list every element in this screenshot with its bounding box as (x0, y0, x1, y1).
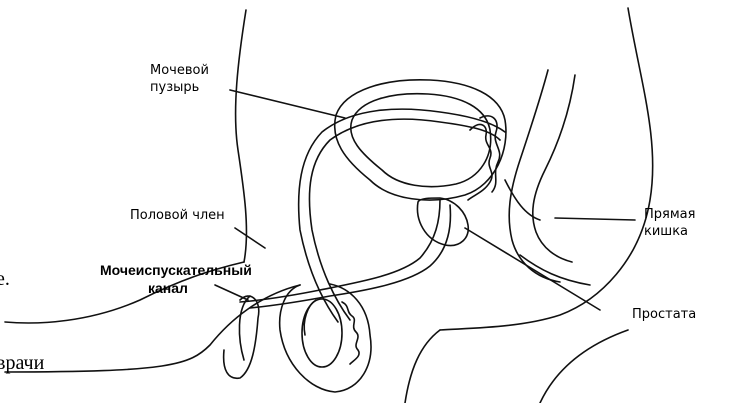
label-prostate: Простата (632, 306, 696, 323)
leader-penis (235, 228, 265, 248)
label-urethra-line1: Мочеиспускательный (100, 262, 252, 279)
label-penis: Половой член (130, 207, 225, 224)
leader-prostate (465, 228, 600, 310)
buttock-lower (405, 330, 440, 403)
label-rectum: Прямая кишка (644, 206, 695, 240)
label-bladder: Мочевой пузырь (150, 62, 209, 96)
leader-rectum (555, 218, 635, 220)
bladder-outline (335, 80, 506, 200)
abdomen-outline (236, 10, 247, 262)
label-urethra-line2: канал (148, 280, 188, 297)
urethra (240, 200, 440, 302)
rectum-outline (509, 70, 560, 282)
text-fragment-left: е. (0, 268, 10, 291)
leader-bladder (230, 90, 345, 118)
vas-deferens (309, 119, 500, 320)
thigh-front (540, 330, 628, 403)
penis-lower-outline (5, 285, 300, 372)
text-fragment-bottom: врачи (0, 352, 44, 375)
prostate-outline (417, 198, 468, 246)
leader-urethra (215, 285, 248, 300)
